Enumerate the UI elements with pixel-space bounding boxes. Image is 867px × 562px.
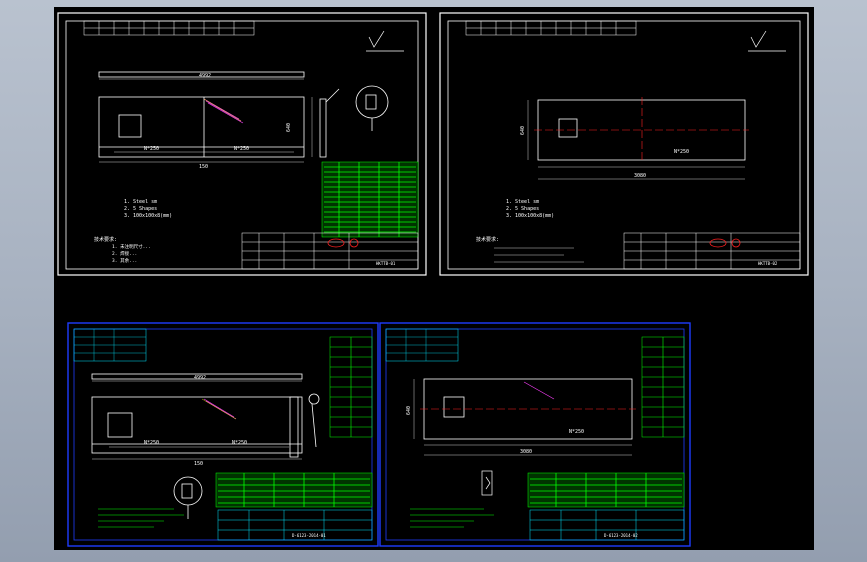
tech-req-3: 3. 其余...: [112, 257, 137, 264]
dim-total: 3080: [634, 173, 646, 179]
tech-req-lines: [410, 508, 494, 528]
dimension-lines: [92, 380, 302, 460]
bom-table: [321, 161, 419, 238]
drawing-canvas[interactable]: 4992 N*250 N*250 150 640: [54, 7, 814, 550]
section-detail-circle-icon: [173, 476, 203, 519]
revision-table: [83, 20, 255, 36]
part-side-view[interactable]: [308, 393, 320, 448]
dim-seg-right: N*250: [234, 146, 249, 152]
bom-table: [527, 472, 685, 508]
tech-req-1: 1. 未注明尺寸...: [112, 243, 151, 250]
tech-req-2: 2. 焊接...: [112, 250, 137, 257]
tech-req-title: 技术要求:: [476, 236, 499, 243]
dimension-lines: [99, 78, 313, 163]
dim-left: 640: [406, 406, 412, 415]
note-2: 2. 5 Shapes: [124, 206, 157, 212]
dim-total: 4992: [199, 73, 211, 79]
dim-bottom: 150: [199, 164, 208, 170]
bom-table: [215, 472, 373, 508]
revision-table: [465, 20, 637, 36]
dim-seg-right: N*250: [674, 149, 689, 155]
note-3: 3. 100x100x8(mm): [506, 213, 554, 219]
revision-table: [73, 328, 147, 362]
param-table: [329, 336, 373, 438]
sheet-bottom-right[interactable]: 3080 N*250 640: [379, 322, 691, 547]
company-logo-icon: [327, 238, 359, 248]
sheet-bottom-left[interactable]: 4992 N*250 N*250 150: [67, 322, 379, 547]
title-block: [529, 509, 685, 541]
part-side-view[interactable]: [319, 88, 340, 158]
roughness-symbol-icon: [366, 30, 404, 52]
tech-req-lines: [494, 247, 584, 263]
roughness-symbol-icon: [748, 30, 786, 52]
part-elevation[interactable]: [98, 71, 305, 158]
dim-left: 640: [520, 126, 526, 135]
title-block-code: D-6123-2014-01: [292, 533, 326, 538]
section-detail: [481, 470, 493, 496]
company-logo-icon: [709, 238, 741, 248]
title-block-code: HKTTB-01: [376, 261, 396, 266]
title-block-code: HKTTB-02: [758, 261, 778, 266]
title-block: [623, 232, 801, 270]
param-table: [641, 336, 685, 438]
dim-seg-left: N*250: [144, 146, 159, 152]
part-elevation[interactable]: [91, 373, 303, 458]
dim-total: 3080: [520, 449, 532, 455]
sheet-top-right[interactable]: 3080 N*250 640 1. Steel sm 2. 5 Shapes 3…: [439, 12, 809, 276]
title-block: [217, 509, 373, 541]
dim-total: 4992: [194, 375, 206, 381]
dimension-lines: [413, 379, 632, 456]
tech-req-title: 技术要求:: [94, 236, 117, 243]
title-block-code: D-6123-2014-02: [604, 533, 638, 538]
note-1: 1. Steel sm: [506, 199, 539, 205]
center-lines: [534, 97, 749, 163]
dimension-lines: [527, 100, 745, 180]
section-detail-circle-icon: [355, 85, 389, 131]
weld-hatch: [523, 381, 555, 400]
dim-seg-left: N*250: [144, 440, 159, 446]
dim-seg-right: N*250: [569, 429, 584, 435]
note-2: 2. 5 Shapes: [506, 206, 539, 212]
note-3: 3. 100x100x8(mm): [124, 213, 172, 219]
revision-table: [385, 328, 459, 362]
title-block: [241, 232, 419, 270]
tech-req-lines: [98, 508, 184, 528]
dim-height: 640: [286, 123, 292, 132]
dim-seg-right: N*250: [232, 440, 247, 446]
note-1: 1. Steel sm: [124, 199, 157, 205]
sheet-top-left[interactable]: 4992 N*250 N*250 150 640: [57, 12, 427, 276]
dim-bottom: 150: [194, 461, 203, 467]
